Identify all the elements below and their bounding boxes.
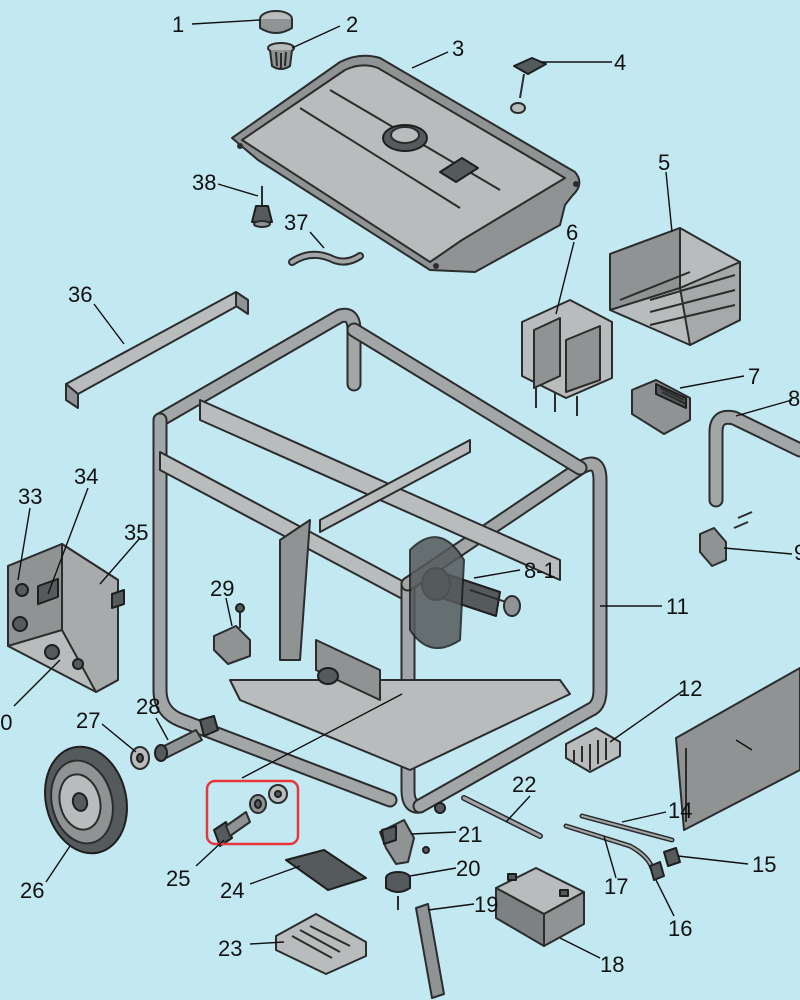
callout-38: 38	[192, 170, 216, 195]
callout-2: 2	[346, 12, 358, 37]
callout-labels: 1 2 3 4 5 6 7 8 8-1 9 10 11 12 13 14 15 …	[0, 12, 800, 977]
callout-24: 24	[220, 878, 244, 903]
highlight-box	[205, 779, 300, 846]
part-rubber-pad[interactable]	[285, 849, 367, 891]
callout-37: 37	[284, 210, 308, 235]
callout-17: 17	[604, 874, 628, 899]
part-terminal-cover[interactable]	[649, 861, 665, 881]
part-washer[interactable]	[130, 746, 150, 770]
part-outlet-block[interactable]	[565, 727, 621, 773]
part-fuel-cap[interactable]	[259, 10, 293, 34]
callout-18: 18	[600, 952, 624, 977]
part-fuel-valve[interactable]	[251, 186, 273, 228]
callout-15: 15	[752, 852, 776, 877]
callout-25: 25	[166, 866, 190, 891]
callout-34: 34	[74, 464, 98, 489]
callout-16: 16	[668, 916, 692, 941]
part-bolt-set[interactable]	[213, 784, 288, 847]
part-muffler-box[interactable]	[609, 227, 741, 346]
part-mount-bracket[interactable]	[213, 603, 251, 665]
callout-8: 8	[788, 386, 800, 411]
callout-6: 6	[566, 220, 578, 245]
callout-7: 7	[748, 364, 760, 389]
callout-36: 36	[68, 282, 92, 307]
part-cable-a[interactable]	[579, 813, 675, 843]
part-fuel-hose[interactable]	[288, 250, 364, 266]
callout-23: 23	[218, 936, 242, 961]
callout-28: 28	[136, 694, 160, 719]
part-battery-strap[interactable]	[415, 903, 445, 999]
part-battery-cable[interactable]	[422, 795, 543, 854]
callout-1: 1	[172, 12, 184, 37]
callout-8-1: 8-1	[524, 558, 556, 583]
callout-19: 19	[474, 892, 498, 917]
callout-29: 29	[210, 576, 234, 601]
part-rubber-foot[interactable]	[385, 871, 411, 910]
part-handle-sleeve[interactable]	[409, 536, 521, 649]
part-fuel-gauge[interactable]	[510, 57, 547, 114]
callout-35: 35	[124, 520, 148, 545]
part-control-panel[interactable]	[7, 543, 125, 693]
part-support-rail[interactable]	[65, 291, 249, 409]
callout-22: 22	[512, 772, 536, 797]
part-control-module[interactable]	[631, 379, 691, 435]
callout-21: 21	[458, 822, 482, 847]
part-wheel[interactable]	[34, 738, 138, 862]
part-side-panel[interactable]	[675, 667, 800, 831]
callout-5: 5	[658, 150, 670, 175]
callout-11: 11	[666, 594, 689, 619]
part-main-frame[interactable]	[152, 307, 608, 814]
callout-12: 12	[678, 676, 702, 701]
callout-3: 3	[452, 36, 464, 61]
part-terminal[interactable]	[663, 847, 681, 867]
callout-33: 33	[18, 484, 42, 509]
callout-10: 10	[0, 710, 12, 735]
callout-27: 27	[76, 708, 100, 733]
part-axle-bolt[interactable]	[154, 715, 219, 762]
callout-26: 26	[20, 878, 44, 903]
part-handle[interactable]	[708, 409, 800, 508]
part-battery[interactable]	[495, 867, 585, 947]
part-fuel-filter[interactable]	[267, 42, 295, 70]
part-foot-bracket[interactable]	[379, 819, 415, 865]
part-fuel-tank[interactable]	[231, 54, 581, 273]
callout-9: 9	[794, 540, 800, 565]
part-handle-bracket[interactable]	[699, 511, 753, 567]
callout-14: 14	[668, 798, 692, 823]
callout-4: 4	[614, 50, 626, 75]
callout-20: 20	[456, 856, 480, 881]
leader-lines	[13, 19, 793, 959]
part-battery-tray[interactable]	[275, 913, 367, 975]
part-rectifier[interactable]	[521, 299, 613, 416]
